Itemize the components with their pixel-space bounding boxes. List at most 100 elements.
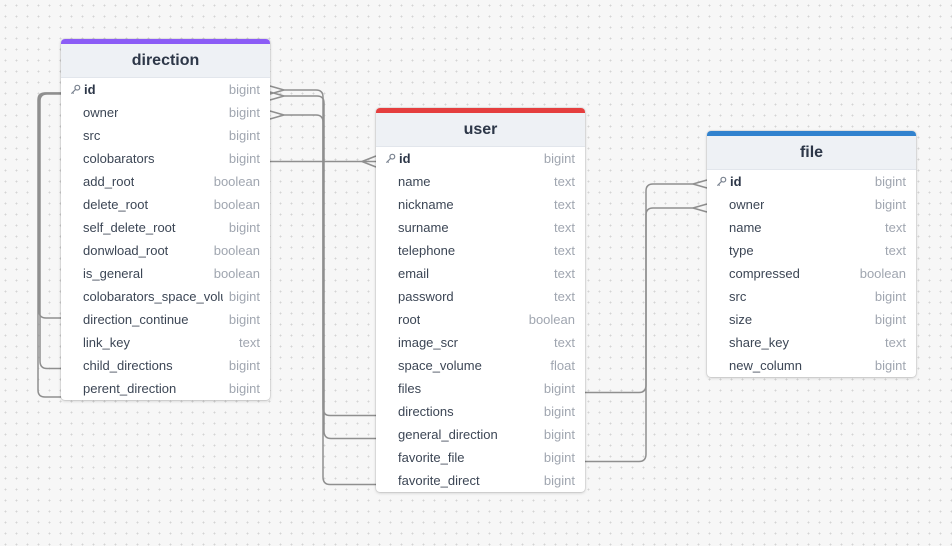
field-name: surname: [398, 220, 449, 235]
field-name: id: [70, 82, 96, 97]
field-row-root[interactable]: root boolean: [376, 308, 585, 331]
field-name: colobarators: [83, 151, 155, 166]
field-name-text: surname: [398, 220, 449, 235]
field-name-text: general_direction: [398, 427, 498, 442]
edge-perent-direction-self[interactable]: [37, 92, 61, 398]
table-title[interactable]: file: [707, 136, 916, 170]
field-name: add_root: [83, 174, 134, 189]
key-icon: [385, 153, 399, 164]
field-name-text: password: [398, 289, 454, 304]
field-type: boolean: [213, 197, 260, 212]
field-name: size: [729, 312, 752, 327]
field-name: delete_root: [83, 197, 148, 212]
field-type: boolean: [213, 266, 260, 281]
table-color-bar: [376, 108, 585, 113]
field-type: boolean: [528, 312, 575, 327]
edge-user-favorite-direct[interactable]: [284, 114, 376, 486]
field-row-add-root[interactable]: add_root boolean: [61, 170, 270, 193]
field-name: space_volume: [398, 358, 482, 373]
edge-direction-continue-self[interactable]: [38, 92, 61, 319]
field-row-favorite-file[interactable]: favorite_file bigint: [376, 446, 585, 469]
field-row-directions[interactable]: directions bigint: [376, 400, 585, 423]
field-row-name[interactable]: name text: [707, 216, 916, 239]
field-name: owner: [729, 197, 764, 212]
field-type: bigint: [543, 151, 575, 166]
field-type: bigint: [543, 404, 575, 419]
field-name: type: [729, 243, 754, 258]
field-name-text: share_key: [729, 335, 789, 350]
field-name-text: name: [729, 220, 762, 235]
field-name-text: compressed: [729, 266, 800, 281]
field-type: bigint: [543, 450, 575, 465]
field-name-text: root: [398, 312, 421, 327]
field-type: float: [550, 358, 575, 373]
field-row-compressed[interactable]: compressed boolean: [707, 262, 916, 285]
field-name-text: favorite_file: [398, 450, 465, 465]
field-row-space-volume[interactable]: space_volume float: [376, 354, 585, 377]
field-name-text: new_column: [729, 358, 802, 373]
field-name: child_directions: [83, 358, 173, 373]
field-name-text: directions: [398, 404, 454, 419]
field-row-perent-direction[interactable]: perent_direction bigint: [61, 377, 270, 400]
field-type: boolean: [213, 174, 260, 189]
field-type: bigint: [228, 381, 260, 396]
edge-user-favorite-file-file[interactable]: [585, 207, 693, 463]
field-name: new_column: [729, 358, 802, 373]
field-type: bigint: [228, 220, 260, 235]
table-title[interactable]: user: [376, 113, 585, 147]
field-name-text: perent_direction: [83, 381, 177, 396]
field-row-delete-root[interactable]: delete_root boolean: [61, 193, 270, 216]
field-row-colobarators-space-volume[interactable]: colobarators_space_volumebigint: [61, 285, 270, 308]
field-type: text: [885, 220, 906, 235]
field-name: root: [398, 312, 420, 327]
field-name: src: [729, 289, 746, 304]
field-name: owner: [83, 105, 118, 120]
field-type: bigint: [543, 381, 575, 396]
edge-child-directions-self[interactable]: [39, 93, 61, 370]
field-type: bigint: [874, 174, 906, 189]
field-type: text: [554, 197, 575, 212]
field-type: boolean: [859, 266, 906, 281]
field-name-text: child_directions: [83, 358, 173, 373]
edge-user-files-file-id[interactable]: [585, 183, 693, 394]
edge-user-general-direction[interactable]: [284, 95, 376, 440]
edge-user-directions-direction[interactable]: [284, 89, 376, 417]
table-title[interactable]: direction: [61, 44, 270, 78]
